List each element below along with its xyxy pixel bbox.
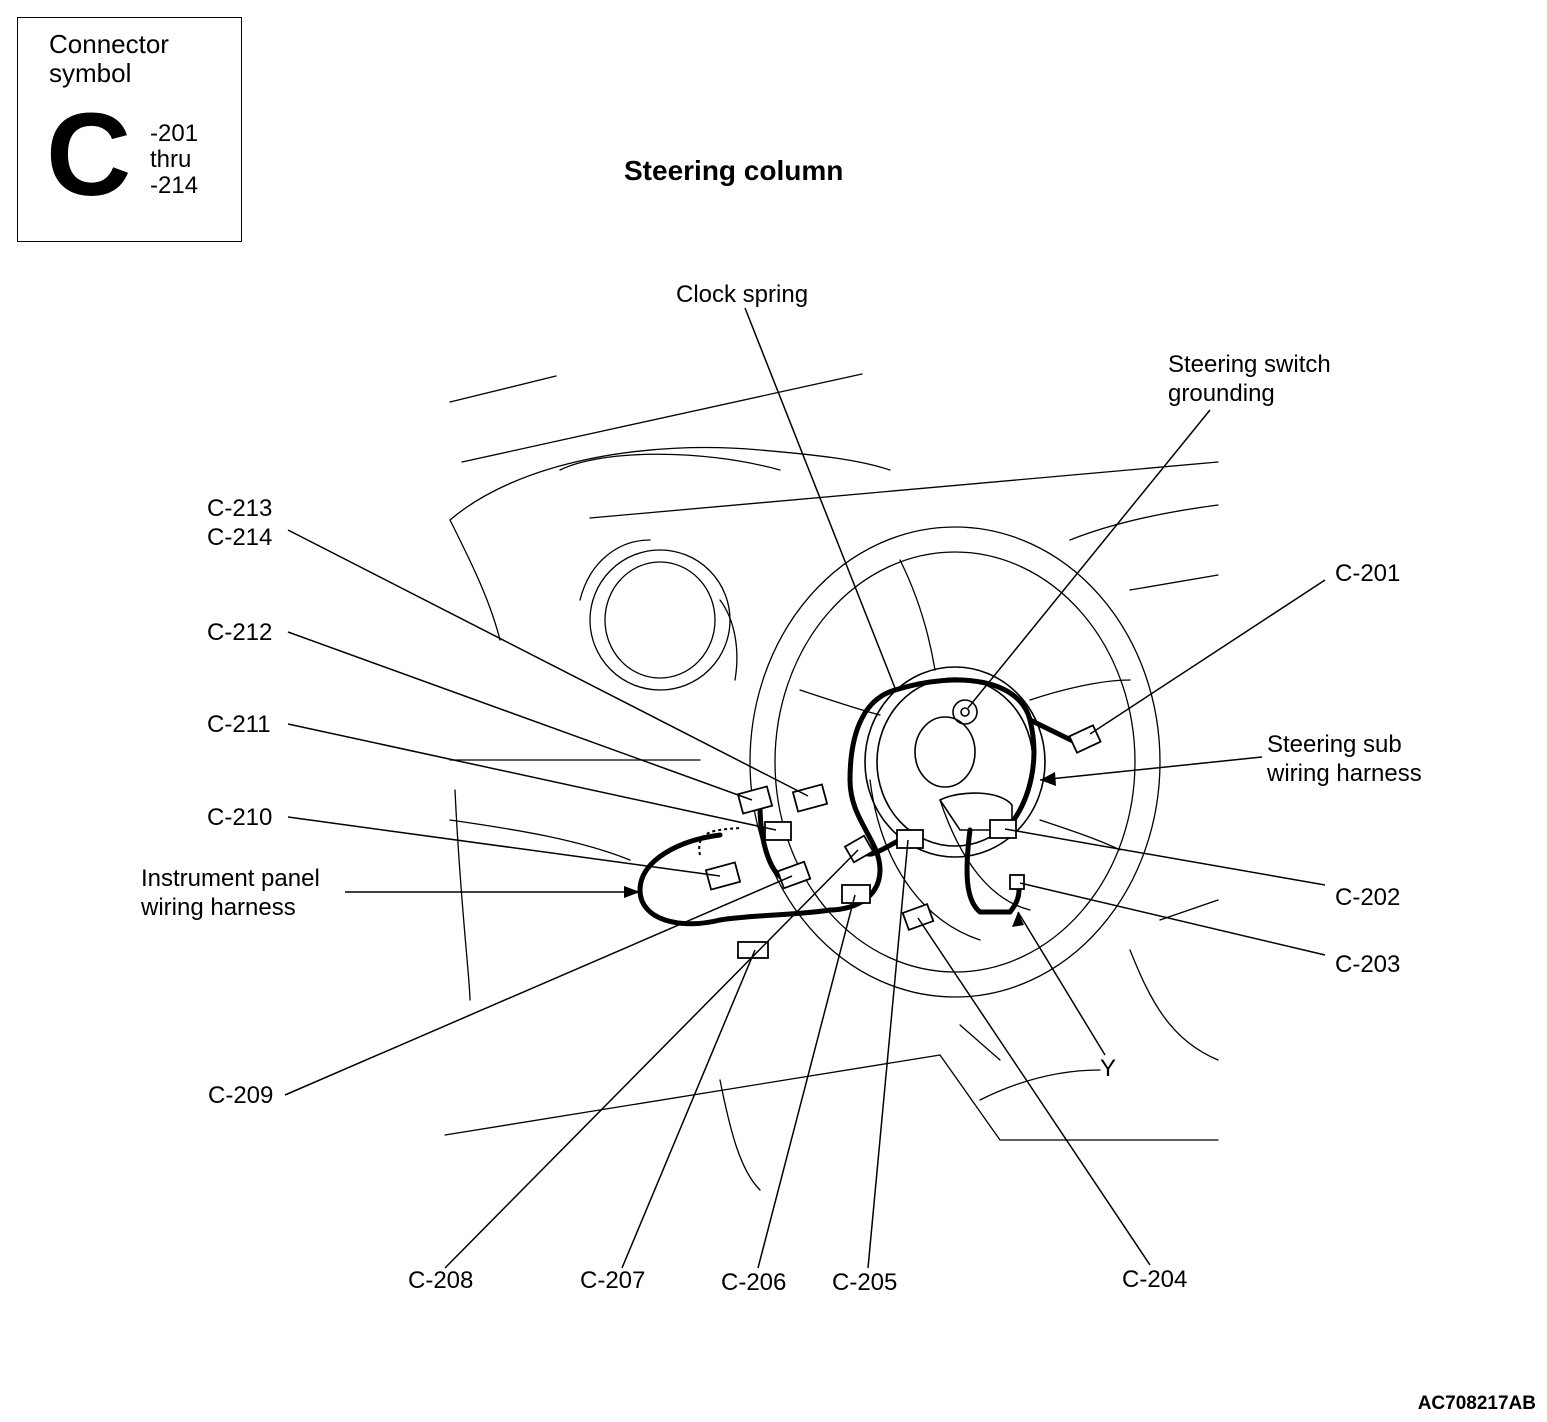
- reference-code: AC708217AB: [1417, 1393, 1536, 1414]
- leader-clock-spring: [744, 307, 896, 689]
- label-c206: C-206: [721, 1269, 787, 1296]
- leader-c207: [621, 949, 756, 1269]
- leader-c202: [1004, 828, 1326, 886]
- leader-steering-sub-harness: [1039, 756, 1263, 781]
- connector-c202: [989, 819, 1017, 839]
- label-c204: C-204: [1122, 1266, 1188, 1293]
- connector-c213-c214: [791, 783, 829, 813]
- connector-c210: [704, 861, 742, 891]
- label-instrument-panel-wiring-harness: Instrument panel wiring harness: [141, 865, 320, 921]
- leader-y: [1017, 911, 1106, 1056]
- label-c207: C-207: [580, 1267, 646, 1294]
- connector-c204: [901, 902, 935, 932]
- label-c203: C-203: [1335, 951, 1401, 978]
- leader-lines: [284, 307, 1326, 1269]
- label-c209: C-209: [208, 1082, 274, 1109]
- leader-c205: [867, 839, 909, 1269]
- leader-c212: [287, 631, 753, 801]
- connector-symbol-title: Connector symbol: [49, 29, 169, 88]
- connector-c203: [1009, 874, 1025, 890]
- label-steering-switch-grounding: Steering switch grounding: [1168, 351, 1331, 407]
- label-clock-spring: Clock spring: [676, 281, 809, 308]
- label-c213-c214: C-213 C-214: [207, 495, 273, 551]
- leader-c201: [1089, 579, 1326, 735]
- connectors: [704, 724, 1102, 959]
- dashboard-outline: [444, 373, 1219, 1191]
- connector-c211: [764, 821, 792, 841]
- leader-c210: [287, 816, 721, 877]
- connector-symbol-range: -201 thru -214: [150, 120, 199, 199]
- connector-c206: [841, 884, 871, 904]
- label-c208: C-208: [408, 1267, 474, 1294]
- leader-c206: [757, 894, 856, 1269]
- label-c212: C-212: [207, 619, 273, 646]
- connector-c209: [776, 860, 812, 890]
- connector-c212: [736, 785, 774, 815]
- label-c201: C-201: [1335, 560, 1401, 587]
- label-y: Y: [1100, 1055, 1117, 1082]
- leader-c204: [917, 917, 1151, 1266]
- leader-c213-c214: [287, 529, 809, 797]
- label-c210: C-210: [207, 804, 273, 831]
- leader-c208: [444, 849, 859, 1269]
- clock-spring-drawing: [864, 666, 1046, 858]
- connector-c207: [737, 941, 769, 959]
- arrowheads: [624, 772, 1056, 927]
- diagram-title: Steering column: [624, 155, 844, 186]
- connector-symbol-box: Connector symbol C -201 thru -214: [17, 17, 242, 242]
- label-c202: C-202: [1335, 884, 1401, 911]
- label-steering-sub-wiring-harness: Steering sub wiring harness: [1267, 731, 1422, 787]
- connector-symbol-letter: C: [46, 89, 132, 221]
- connector-c205: [896, 829, 924, 849]
- label-c211: C-211: [207, 711, 271, 738]
- leader-steering-switch-grounding: [967, 409, 1211, 709]
- leader-c211: [287, 723, 777, 831]
- leader-c209: [284, 875, 793, 1096]
- leader-c203: [1019, 882, 1326, 956]
- label-c205: C-205: [832, 1269, 898, 1296]
